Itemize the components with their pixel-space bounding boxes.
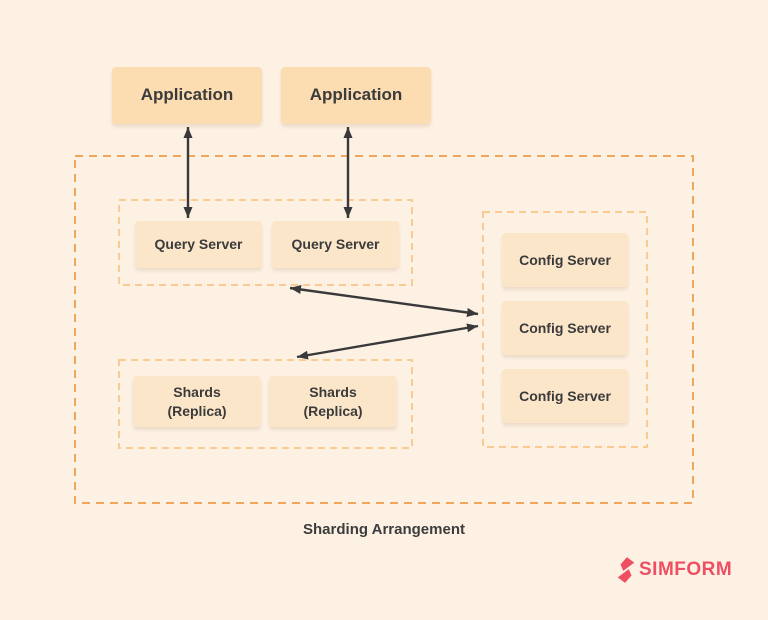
query-server-box-1-label: Query Server bbox=[154, 236, 243, 253]
arrow-queryservers-configservers bbox=[289, 285, 479, 317]
config-server-box-2-label: Config Server bbox=[519, 319, 611, 336]
config-server-box-3-label: Config Server bbox=[519, 387, 611, 404]
simform-logo-icon bbox=[617, 557, 635, 583]
config-server-box-1-label: Config Server bbox=[519, 251, 611, 268]
config-server-box-3: Config Server bbox=[502, 369, 628, 423]
application-box-1: Application bbox=[112, 67, 262, 124]
simform-logo: SIMFORM bbox=[615, 556, 732, 584]
query-server-group-outline bbox=[118, 199, 413, 286]
sharding-cluster-outline bbox=[74, 155, 694, 504]
application-box-2-label: Application bbox=[309, 85, 403, 105]
arrow-configservers-shards bbox=[296, 323, 479, 360]
shards-box-2-line2: (Replica) bbox=[303, 402, 363, 419]
shards-box-1-line1: Shards bbox=[173, 384, 221, 401]
simform-logo-text: SIMFORM bbox=[639, 559, 733, 580]
application-box-2: Application bbox=[281, 67, 431, 124]
query-server-box-2-label: Query Server bbox=[291, 236, 380, 253]
shards-box-1: Shards (Replica) bbox=[133, 376, 261, 427]
shards-box-2-line1: Shards bbox=[309, 384, 357, 401]
config-server-box-2: Config Server bbox=[502, 301, 628, 355]
config-server-box-1: Config Server bbox=[502, 233, 628, 287]
config-server-group-outline bbox=[482, 211, 648, 448]
diagram-caption: Sharding Arrangement bbox=[303, 521, 465, 538]
shards-group-outline bbox=[118, 359, 413, 449]
shards-box-1-line2: (Replica) bbox=[167, 402, 227, 419]
query-server-box-1: Query Server bbox=[135, 221, 262, 268]
query-server-box-2: Query Server bbox=[272, 221, 399, 268]
application-box-1-label: Application bbox=[140, 85, 234, 105]
shards-box-2: Shards (Replica) bbox=[269, 376, 397, 427]
